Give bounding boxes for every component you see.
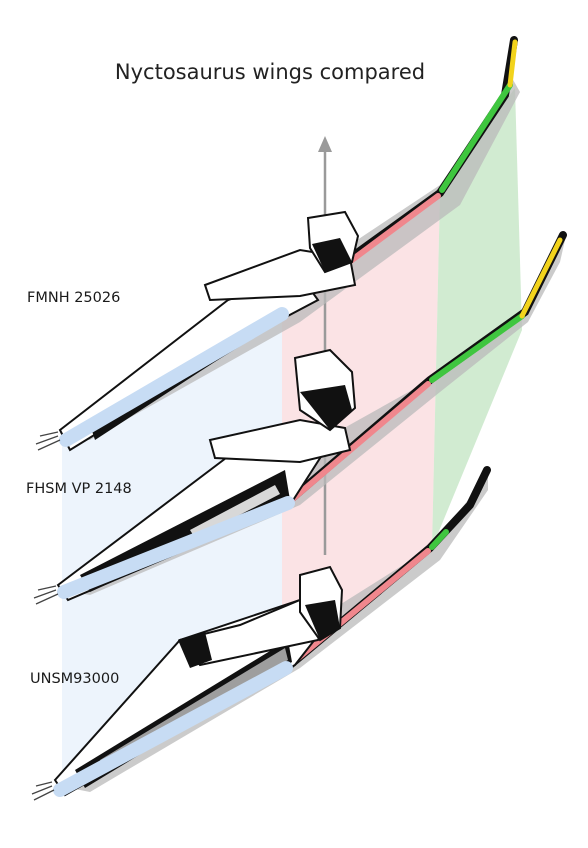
wing-fmnh-25026 [35,36,520,452]
forearm-highlight [190,485,280,538]
shoulder-shadow [312,238,352,272]
carpal-block [178,632,212,668]
radius-ulna-band [57,496,295,599]
metacarpal-band [285,381,431,506]
specimen-label-fhsm-vp-2148: FHSM VP 2148 [26,481,132,497]
phalanx-band [429,529,449,550]
radius-ulna-band [59,307,289,447]
shoulder-shadow [305,600,340,640]
humerus-bone [208,418,352,464]
specimen-label-unsm93000: UNSM93000 [30,671,120,687]
hand-claws [35,431,61,451]
comparison-arrow-head [318,136,332,152]
shoulder-shadow [300,385,352,430]
hand-claws [33,585,59,605]
phalanx-band [429,313,525,383]
ungual-band [519,237,563,319]
phalanx-band [439,82,513,193]
specimen-label-fmnh-25026: FMNH 25026 [27,290,121,306]
ungual-band [507,39,518,88]
metacarpal-band [283,548,431,671]
radius-ulna-band [53,661,293,797]
figure-title: Nyctosaurus wings compared [114,60,426,84]
hand-claws [31,781,55,801]
wing-unsm93000 [31,466,491,801]
wing-fhsm-vp-2148 [33,231,567,605]
humerus-bone [203,248,357,302]
